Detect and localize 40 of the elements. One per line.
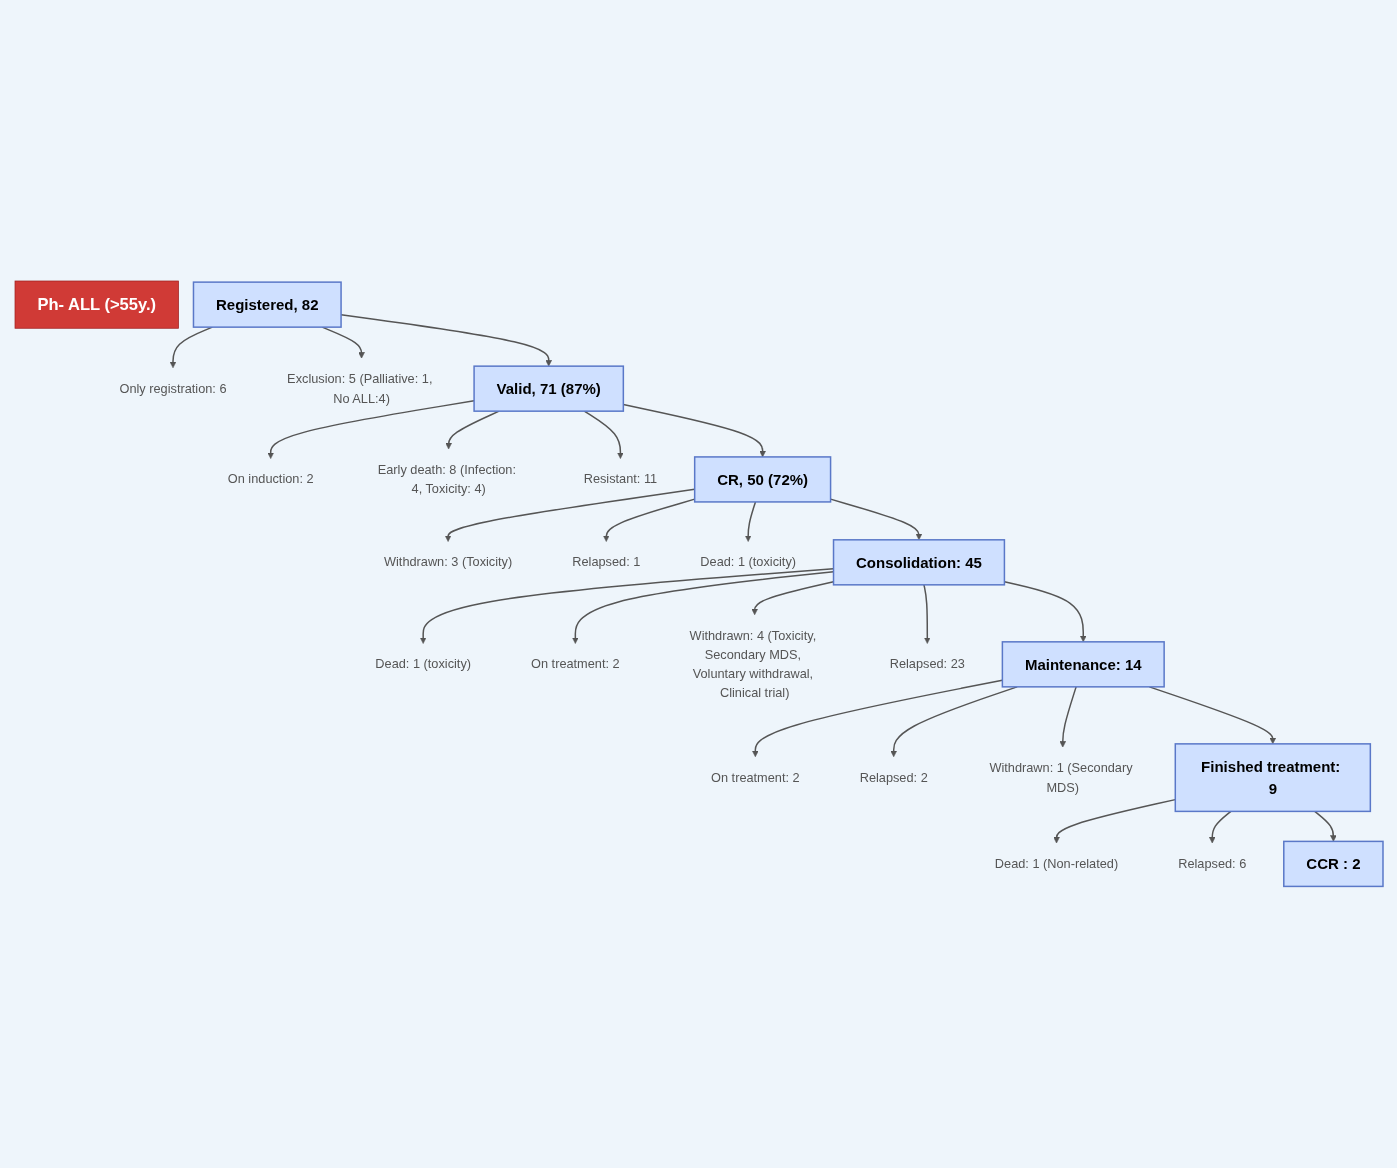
node-box: Valid, 71 (87%) [472,365,624,413]
arrow [583,410,624,460]
node-text: Relapsed: 23 [889,657,965,672]
node-box: Consolidation: 45 [832,539,1005,586]
node-text: Only registration: 6 [118,381,227,396]
node-text: Withdrawn: 4 (Toxicity, Secondary MDS, Voluntary withdrawal, Clinical trial) [689,628,816,701]
arrow [1208,810,1232,844]
node-box: CCR : 2 [1282,840,1384,888]
arrow [744,501,756,543]
node-box: CR, 50 (72%) [693,456,831,503]
node-box: Registered, 82 [192,281,342,329]
arrow [169,326,213,369]
node-text: Withdrawn: 1 (Secondary MDS) [988,761,1133,795]
arrow [444,488,695,543]
node-text: On treatment: 2 [710,770,800,785]
arrow [419,568,834,645]
node-text: Exclusion: 5 (Palliative: 1, No ALL:4) [286,372,432,406]
node-text: Relapsed: 2 [859,770,928,785]
node-box: Ph- ALL (>55y.) [14,280,179,329]
node-text: Relapsed: 6 [1177,856,1246,872]
arrow [1003,581,1087,643]
node-text: Dead: 1 (Non-related) [994,856,1118,872]
arrow [1313,810,1337,842]
arrow [602,498,695,543]
node-text: Dead: 1 (toxicity) [699,555,796,570]
node-box: Maintenance: 14 [1001,641,1165,688]
node-text: Relapsed: 1 [571,555,640,570]
arrow [444,410,500,450]
node-box: Finished treatment: 9 [1174,743,1371,813]
arrow [922,584,931,645]
node-text: Resistant: 11 [583,472,657,487]
arrow [750,581,834,616]
node-text: Early death: 8 (Infection: 4, Toxicity: 4) [377,462,516,497]
node-text: Withdrawn: 3 (Toxicity) [383,555,512,570]
arrow [1058,686,1077,748]
node-text: Dead: 1 (toxicity) [374,657,471,672]
node-text: On treatment: 2 [530,657,620,672]
arrow [571,571,834,645]
node-text: On induction: 2 [227,472,314,487]
arrow [622,404,766,458]
